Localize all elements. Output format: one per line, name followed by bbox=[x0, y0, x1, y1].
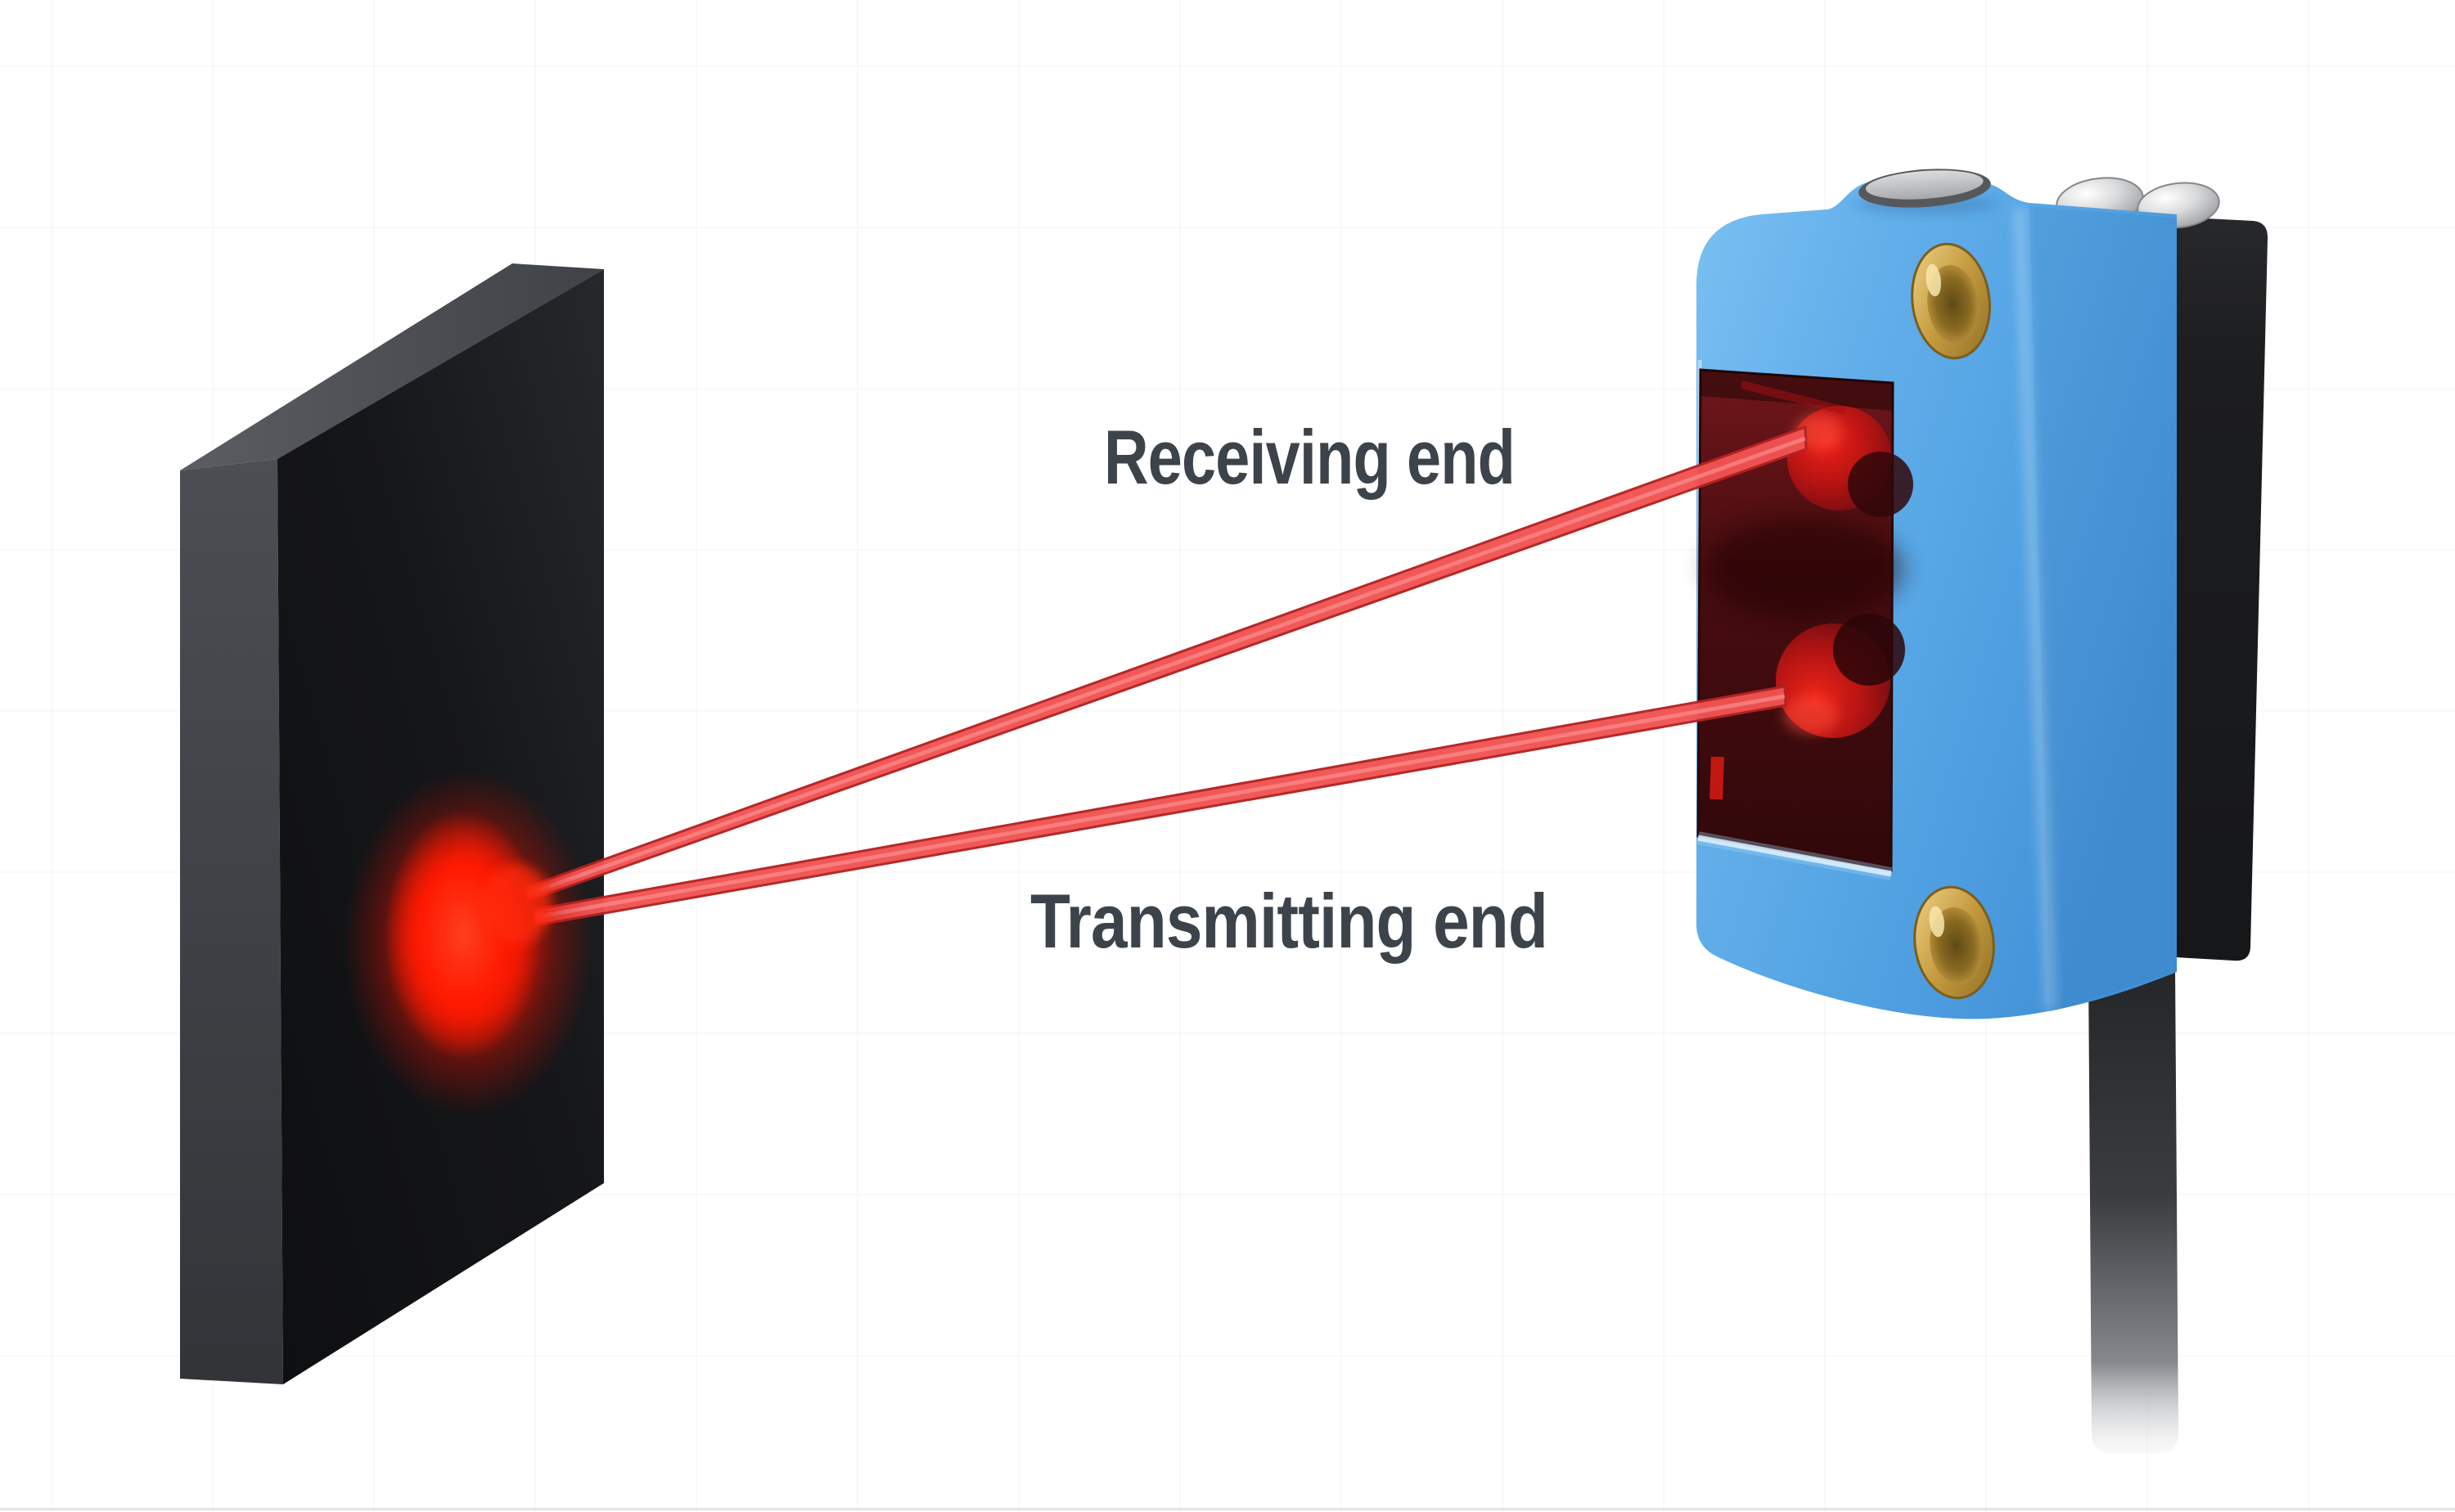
target-plate-side-face bbox=[180, 459, 283, 1384]
transmitting-end-label: Transmitting end bbox=[1030, 878, 1547, 964]
beam-junction-glow bbox=[483, 865, 552, 943]
window-mid-shadow bbox=[1706, 518, 1903, 619]
light-spot bbox=[344, 769, 592, 1116]
sensor-side-shade bbox=[2029, 206, 2177, 1013]
transmitter-lens bbox=[1776, 614, 1905, 738]
light-beams bbox=[524, 425, 1808, 927]
receiver-lens bbox=[1787, 406, 1913, 517]
lens-window-top-shadow bbox=[1700, 370, 1893, 411]
sensor-top-cap bbox=[1858, 169, 1991, 208]
sensor-cable bbox=[2088, 970, 2178, 1454]
photoelectric-sensor bbox=[1696, 169, 2268, 1454]
sensor-back-plate bbox=[2176, 218, 2268, 961]
window-red-tab bbox=[1709, 756, 1724, 800]
window-lip-highlight-core bbox=[1697, 835, 1892, 877]
sensor-edge-highlight bbox=[2015, 207, 2056, 1010]
target-plate-top-face bbox=[180, 263, 604, 470]
mounting-hole-top bbox=[1911, 242, 1991, 360]
target-plate bbox=[180, 263, 604, 1384]
image-bottom-rule bbox=[0, 1508, 2455, 1510]
sensor-lens-window bbox=[1696, 368, 1913, 872]
receiving-end-label: Receiving end bbox=[1104, 414, 1515, 500]
mounting-hole-bottom bbox=[1913, 885, 1995, 1000]
window-red-streak bbox=[1740, 380, 1847, 415]
annotations: Receiving end Transmitting end bbox=[1030, 414, 1548, 964]
